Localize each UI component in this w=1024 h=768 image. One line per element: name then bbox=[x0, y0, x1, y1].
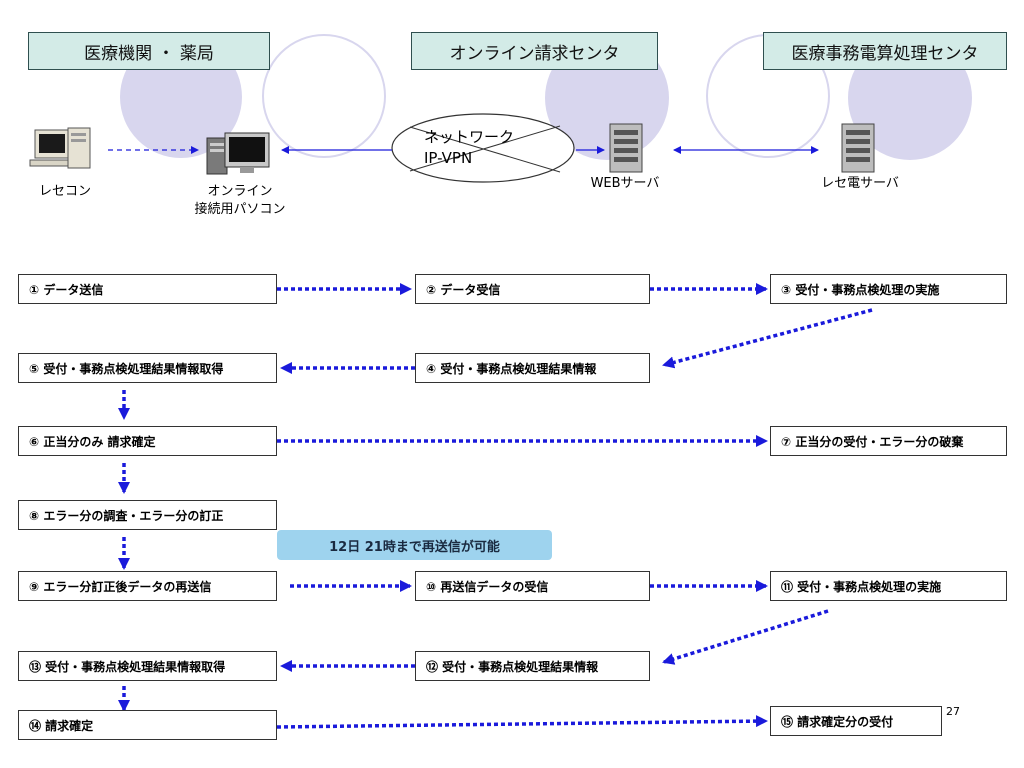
step-7: ⑦ 正当分の受付・エラー分の破棄 bbox=[770, 426, 1007, 456]
web-server-icon bbox=[609, 123, 643, 173]
online-pc-icon bbox=[206, 132, 270, 175]
step-1: ① データ送信 bbox=[18, 274, 277, 304]
network-label-line1: ネットワーク bbox=[424, 128, 515, 146]
page-number: 27 bbox=[946, 705, 960, 718]
online-pc-label-line2: 接続用パソコン bbox=[194, 202, 286, 217]
step-2: ② データ受信 bbox=[415, 274, 650, 304]
rececon-label: レセコン bbox=[38, 184, 91, 199]
step-9: ⑨ エラー分訂正後データの再送信 bbox=[18, 571, 277, 601]
resend-deadline-note: 12日 21時まで再送信が可能 bbox=[277, 530, 552, 560]
header-processing-center: 医療事務電算処理センタ bbox=[763, 32, 1007, 70]
web-server-label: WEBサーバ bbox=[590, 176, 660, 191]
step-3: ③ 受付・事務点検処理の実施 bbox=[770, 274, 1007, 304]
rececon-computer-icon bbox=[29, 127, 91, 169]
network-label-line2: IP-VPN bbox=[424, 149, 473, 167]
online-pc-label-line1: オンライン bbox=[207, 184, 273, 199]
header-online-center: オンライン請求センタ bbox=[411, 32, 658, 70]
step-10: ⑩ 再送信データの受信 bbox=[415, 571, 650, 601]
step-13: ⑬ 受付・事務点検処理結果情報取得 bbox=[18, 651, 277, 681]
step-15: ⑮ 請求確定分の受付 bbox=[770, 706, 942, 736]
step-4: ④ 受付・事務点検処理結果情報 bbox=[415, 353, 650, 383]
step-8: ⑧ エラー分の調査・エラー分の訂正 bbox=[18, 500, 277, 530]
step-11: ⑪ 受付・事務点検処理の実施 bbox=[770, 571, 1007, 601]
step-5: ⑤ 受付・事務点検処理結果情報取得 bbox=[18, 353, 277, 383]
step-12: ⑫ 受付・事務点検処理結果情報 bbox=[415, 651, 650, 681]
rece-server-icon bbox=[841, 123, 875, 173]
deco-ring bbox=[262, 34, 386, 158]
rece-server-label: レセ電サーバ bbox=[821, 176, 899, 191]
step-14: ⑭ 請求確定 bbox=[18, 710, 277, 740]
step-6: ⑥ 正当分のみ 請求確定 bbox=[18, 426, 277, 456]
header-medical-institution: 医療機関 ・ 薬局 bbox=[28, 32, 270, 70]
